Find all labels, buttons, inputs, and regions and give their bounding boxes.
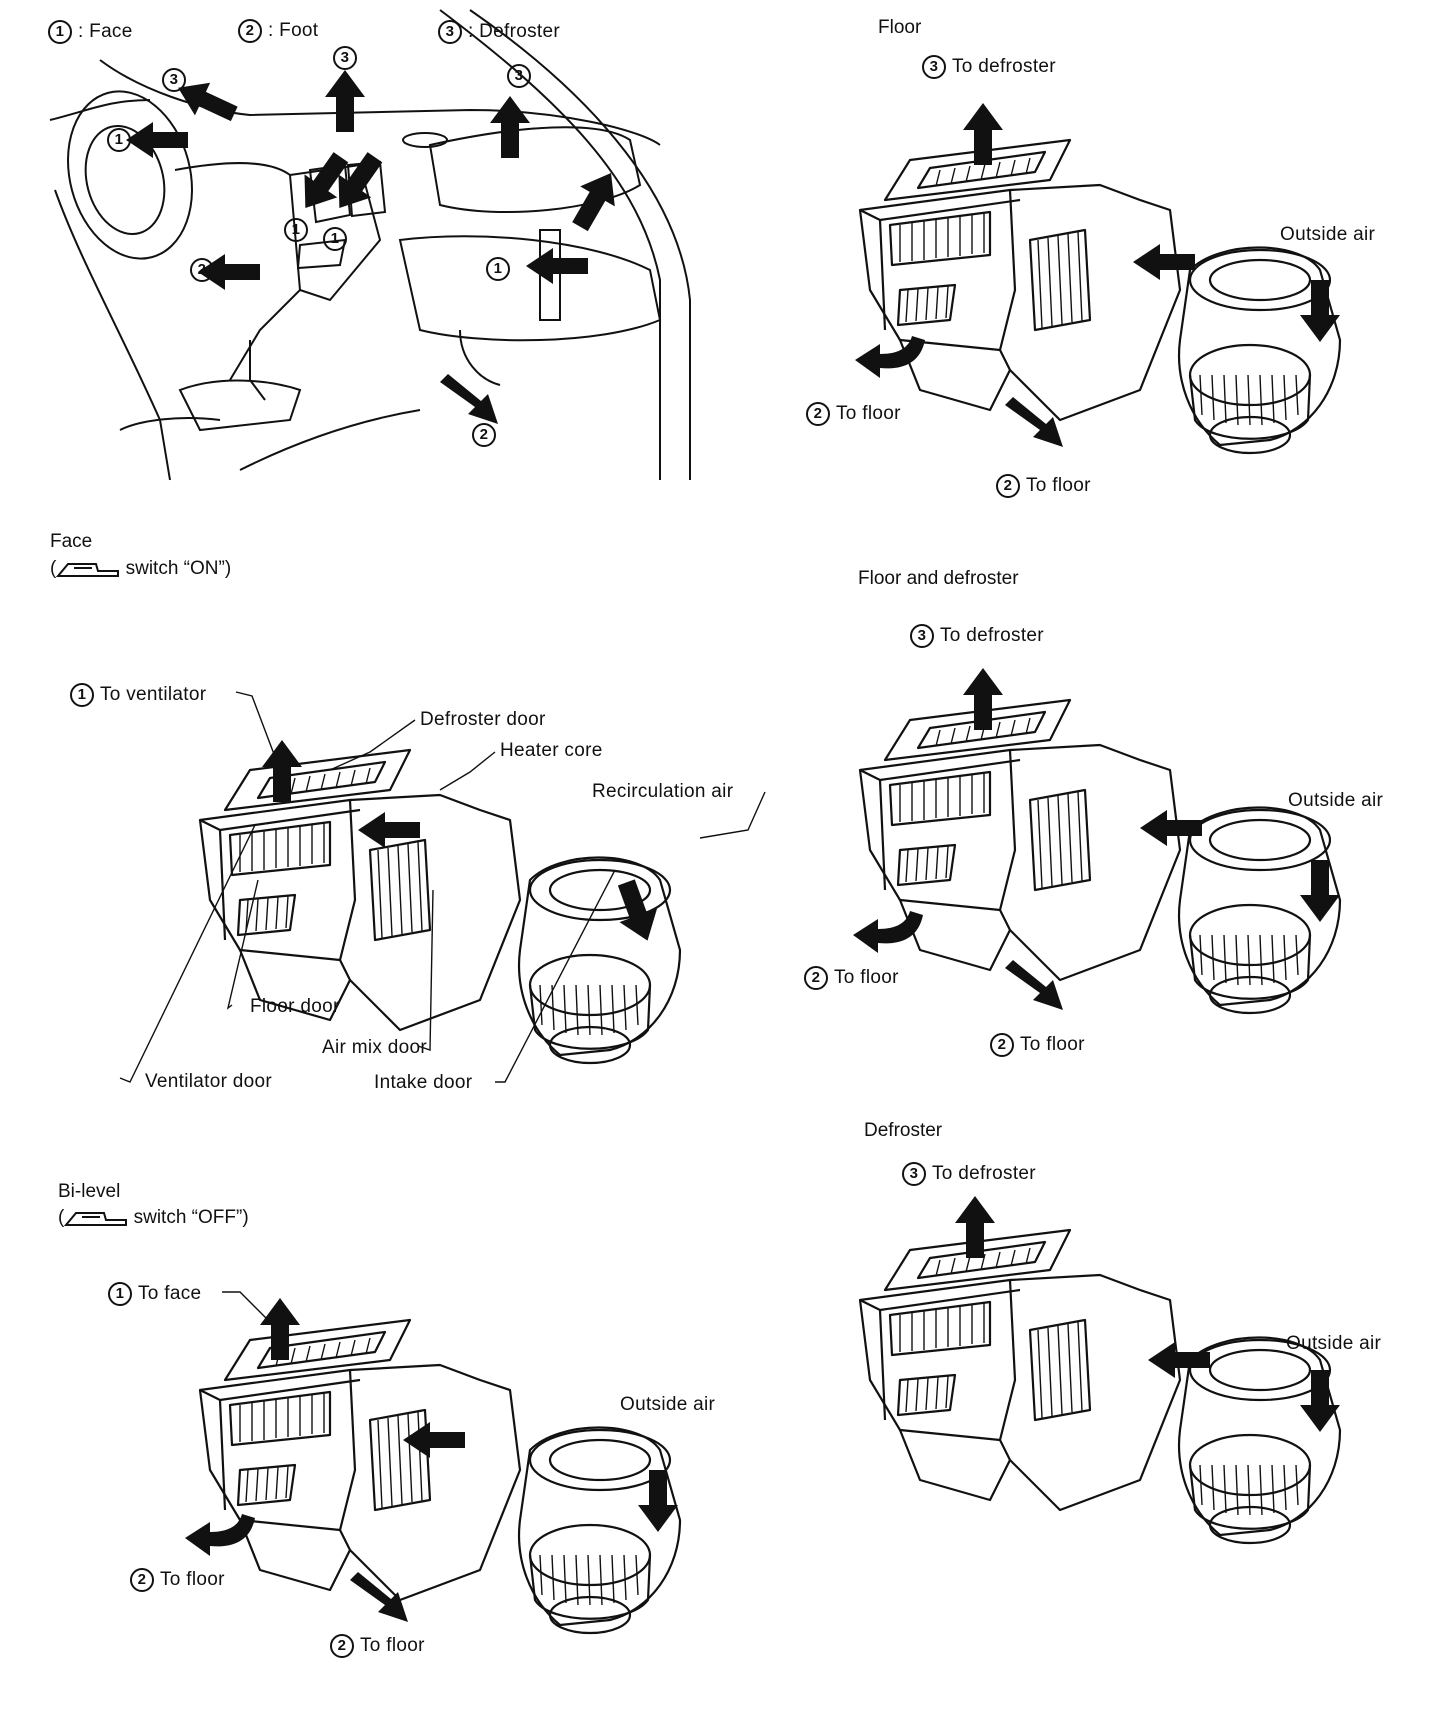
bilevel-subtitle: ( switch “OFF”) (58, 1207, 249, 1228)
face-defroster-door: Defroster door (420, 709, 546, 730)
marker-face: 1 (107, 128, 137, 152)
marker-defroster: 3 (333, 46, 363, 70)
face-intake-door: Intake door (374, 1072, 473, 1093)
marker-defroster: 3 (507, 64, 537, 88)
bilevel-title: Bi-level (58, 1181, 121, 1202)
defroster-unit (858, 1228, 1342, 1545)
floor-outside-air: Outside air (1280, 224, 1376, 245)
legend-foot: 2: Foot (238, 19, 318, 43)
bilevel-outside-air: Outside air (620, 1394, 716, 1415)
bilevel-unit (198, 1318, 682, 1635)
marker-face: 1 (284, 218, 314, 242)
marker-face: 1 (323, 227, 353, 251)
marker-face: 1 (486, 257, 516, 281)
floor-defroster-arrows (853, 668, 1340, 1010)
face-subtitle: ( switch “ON”) (50, 558, 232, 579)
defroster-title: Defroster (864, 1120, 943, 1141)
floor-title: Floor (878, 17, 922, 38)
face-heater-core: Heater core (500, 740, 603, 761)
floor-defroster-title: Floor and defroster (858, 568, 1019, 589)
face-air-mix-door: Air mix door (322, 1037, 427, 1058)
face-ventilator-door: Ventilator door (145, 1071, 273, 1092)
mode-switch-icon (64, 1211, 128, 1226)
marker-defroster: 3 (162, 68, 192, 92)
floor-unit (858, 138, 1342, 455)
bilevel-arrows (185, 1298, 678, 1622)
legend-face: 1: Face (48, 20, 133, 44)
defroster-outside-air: Outside air (1286, 1333, 1382, 1354)
floor-defroster-unit (858, 698, 1342, 1015)
marker-foot: 2 (190, 258, 220, 282)
face-recirculation-air: Recirculation air (592, 781, 734, 802)
floor-arrows (855, 103, 1340, 447)
mode-switch-icon (56, 562, 120, 577)
marker-foot: 2 (472, 423, 502, 447)
dashboard-illustration (49, 9, 691, 481)
bilevel-leader-lines (222, 1291, 269, 1321)
floor-defroster-outside-air: Outside air (1288, 790, 1384, 811)
dashboard-arrows (126, 70, 629, 424)
legend-defroster: 3: Defroster (438, 20, 560, 44)
face-leader-lines (119, 691, 766, 1083)
face-title: Face (50, 531, 93, 552)
face-floor-door: Floor door (250, 996, 340, 1017)
